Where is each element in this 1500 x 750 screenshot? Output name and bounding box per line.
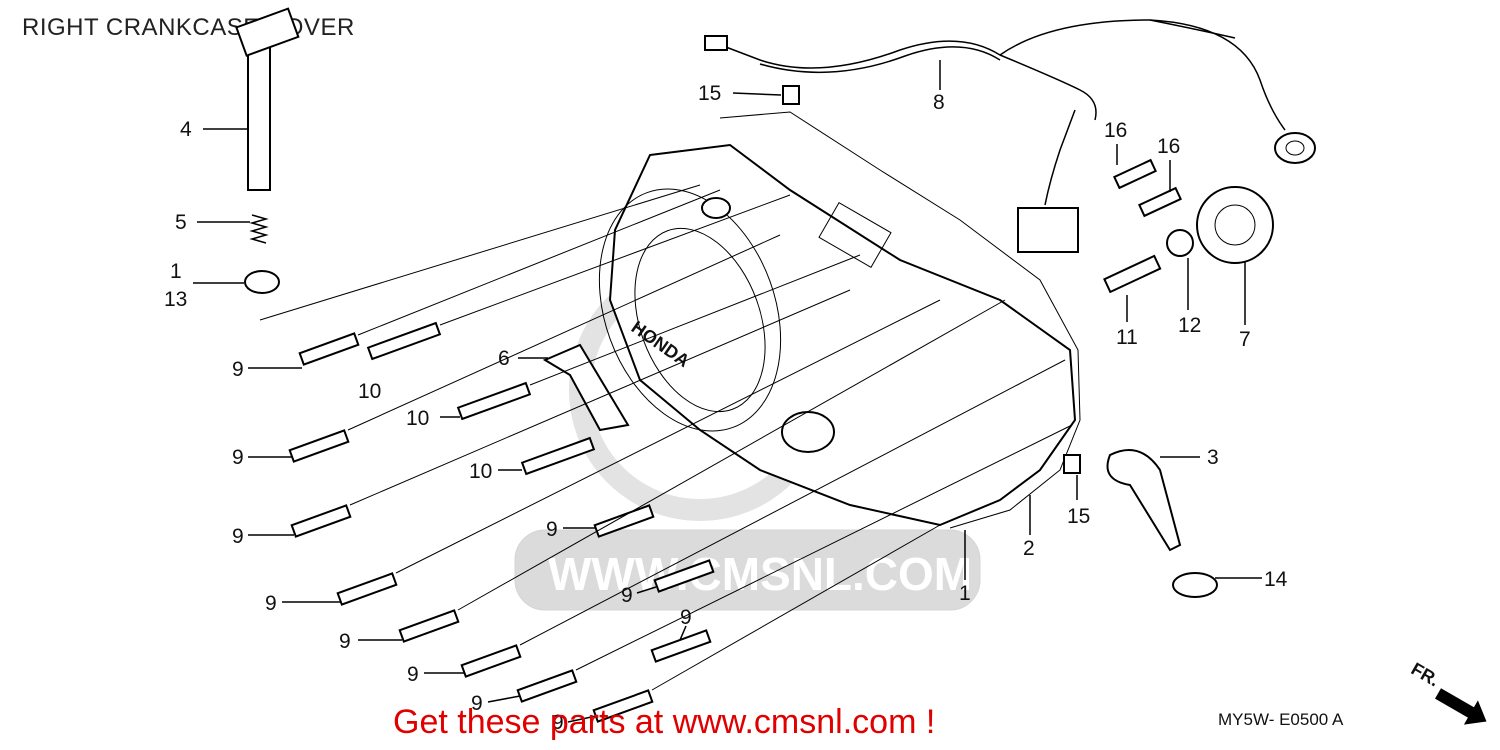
speed-sensor [1274,132,1316,164]
callout-9: 9 [232,446,244,469]
callout-10: 10 [406,407,429,430]
bolt-16a [1113,158,1157,190]
callout-9: 9 [232,358,244,381]
callout-5: 5 [175,211,187,234]
callout-9: 9 [265,592,277,615]
callout-12: 12 [1178,314,1201,337]
callout-10: 10 [358,380,381,403]
promo-text: Get these parts at www.cmsnl.com ! [393,703,936,741]
seal-13 [244,270,280,294]
callout-13: 13 [164,288,187,311]
spring-5 [249,214,269,244]
front-direction-arrow: FR. [1408,659,1487,725]
callout-7: 7 [1239,328,1251,351]
oil-filler-hole [781,411,835,453]
callout-labels: 4 5 1 13 15 8 16 16 11 12 7 3 15 2 1 14 … [164,82,1288,734]
callout-6: 6 [498,347,510,370]
callout-14: 14 [1264,568,1288,591]
bolt-11 [1103,254,1162,294]
washer-12 [1166,229,1194,257]
callout-9: 9 [232,525,244,548]
diagram-code: MY5W- E0500 A [1218,710,1344,729]
projection-lines [259,184,1073,691]
dowel-15b [1063,454,1081,474]
callout-10: 10 [469,460,492,483]
callout-9: 9 [546,518,558,541]
callout-16: 16 [1104,119,1127,142]
callout-9: 9 [552,711,564,734]
leader-lines [193,60,1262,723]
fr-label: FR. [1408,659,1443,691]
callout-15: 15 [1067,505,1090,528]
callout-1: 1 [959,582,971,605]
arrow-icon [1435,688,1487,725]
crankcase-cover: HONDA [598,111,1081,529]
callout-1: 1 [170,260,182,283]
callout-4: 4 [180,118,192,141]
sensor-switch [1017,207,1079,253]
dipstick-3 [1106,449,1182,552]
bolts [288,321,715,723]
cover-boss [701,197,731,219]
watermark-text: WWW.CMSNL.COM [548,548,972,600]
shaft-4-head [235,7,300,57]
wire-connector [704,35,728,51]
dowel-15a [782,85,800,105]
rotor-7 [1196,186,1274,264]
callout-9: 9 [407,663,419,686]
callout-15: 15 [698,82,721,105]
loose-parts [235,7,1274,598]
bracket-6 [542,343,630,432]
callout-2: 2 [1023,537,1035,560]
callout-11: 11 [1116,326,1138,349]
oring-14 [1172,572,1218,598]
bolt-16b [1138,186,1182,218]
callout-3: 3 [1207,446,1219,469]
wire-harness [704,19,1316,253]
callout-9: 9 [339,630,351,653]
callout-9: 9 [471,692,483,715]
callout-9: 9 [621,584,633,607]
callout-8: 8 [933,91,945,114]
callout-16: 16 [1157,135,1180,158]
callout-9: 9 [680,606,692,629]
watermark-banner [514,529,981,611]
